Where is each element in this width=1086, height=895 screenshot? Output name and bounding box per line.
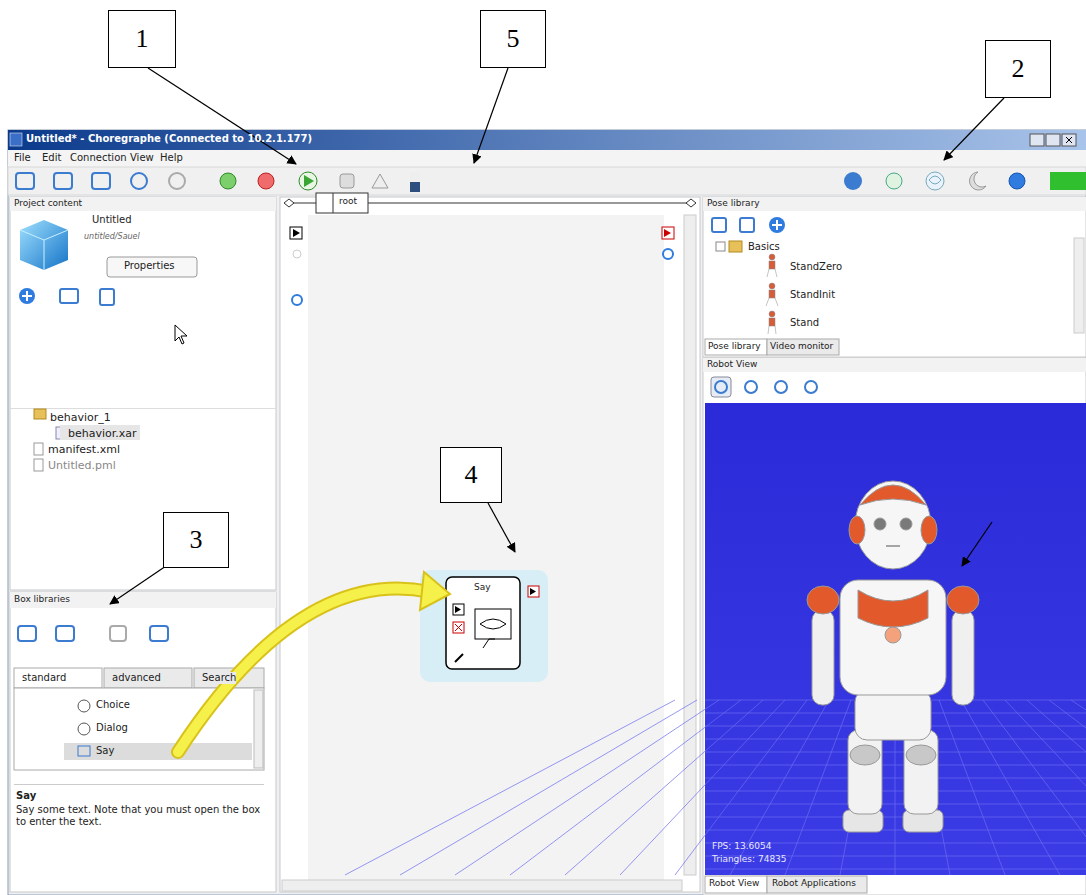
ui-label: untitled/Sauel: [84, 232, 140, 242]
ui-label: Triangles: 74835: [712, 854, 787, 865]
ui-label: View: [130, 152, 154, 164]
ui-label: File: [14, 152, 31, 164]
ui-label: Untitled: [92, 214, 132, 226]
ui-label: Robot View: [707, 359, 757, 370]
ui-label: Video monitor: [770, 341, 833, 352]
ui-label: Say some text. Note that you must open t…: [16, 804, 266, 828]
callout-number: 3: [182, 521, 211, 559]
callout-box: 2: [985, 40, 1051, 98]
callout-box: 1: [108, 10, 176, 68]
ui-label: Say: [474, 582, 491, 593]
ui-label: root: [339, 196, 357, 207]
callout-box: 3: [163, 512, 229, 568]
ui-label: Basics: [748, 241, 780, 253]
ui-label: Connection: [70, 152, 127, 164]
ui-label: Pose library: [708, 341, 761, 352]
ui-label: Project content: [14, 198, 82, 209]
ui-label: advanced: [112, 672, 161, 684]
ui-label: behavior_1: [50, 411, 111, 424]
leader-line: [962, 522, 992, 566]
leader-line: [488, 503, 515, 552]
ui-label: Edit: [42, 152, 61, 164]
leader-line: [474, 68, 508, 163]
callout-number: 5: [499, 20, 528, 58]
ui-label: Pose library: [707, 198, 760, 209]
ui-label: Robot Applications: [772, 878, 856, 889]
ui-label: behavior.xar: [68, 427, 137, 440]
ui-label: FPS: 13.6054: [712, 841, 771, 852]
leader-line: [944, 98, 1004, 160]
callout-number: 4: [457, 456, 486, 494]
ui-label: Properties: [124, 260, 175, 272]
ui-label: Say: [16, 790, 36, 802]
ui-label: Untitled* - Choregraphe (Connected to 10…: [26, 133, 312, 145]
leader-line: [148, 68, 296, 164]
ui-label: Robot View: [709, 878, 759, 889]
ui-label: StandZero: [790, 261, 842, 273]
ui-label: Say: [96, 745, 114, 757]
ui-label: Stand: [790, 317, 819, 329]
ui-label: Help: [160, 152, 183, 164]
ui-label: Untitled.pml: [48, 459, 116, 472]
callout-number: 1: [128, 20, 157, 58]
ui-label: Search: [202, 672, 236, 684]
ui-label: Choice: [96, 699, 130, 711]
ui-label: manifest.xml: [48, 443, 120, 456]
ui-label: standard: [22, 672, 66, 684]
ui-label: Dialog: [96, 722, 128, 734]
ui-label: Box libraries: [14, 594, 70, 605]
ui-label: StandInit: [790, 289, 835, 301]
callout-box: 4: [440, 447, 502, 503]
callout-box: 5: [480, 10, 546, 68]
callout-number: 2: [1004, 50, 1033, 88]
leader-line: [110, 566, 166, 604]
